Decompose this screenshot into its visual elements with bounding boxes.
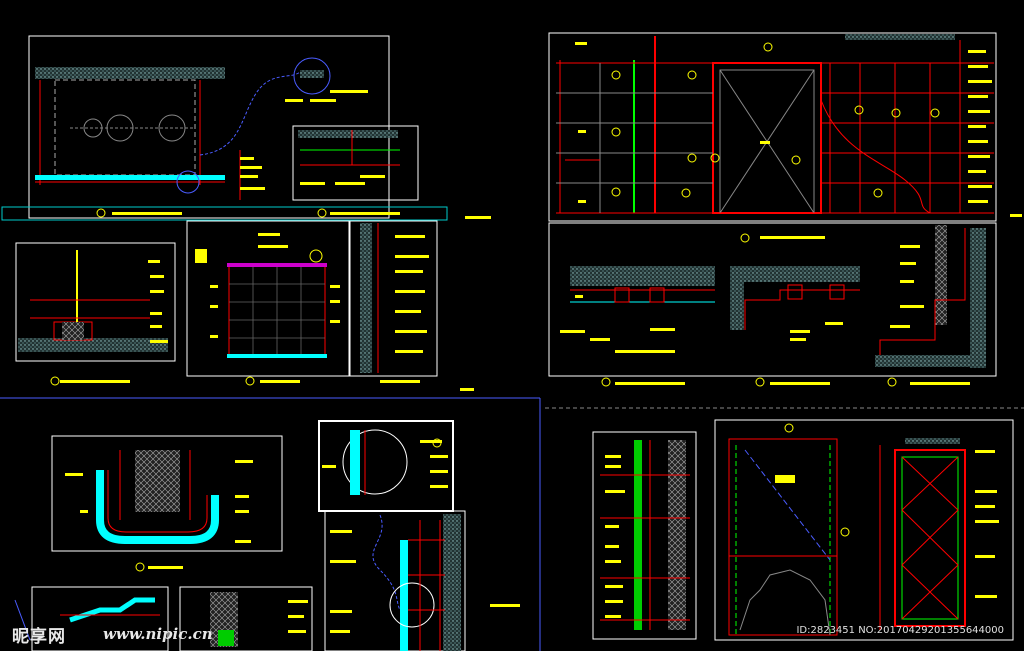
watermark-image-id: ID:2823451 NO:20170429201355644000	[796, 625, 1004, 636]
watermark-logo: 昵享网	[12, 627, 66, 647]
sheet-dividers	[0, 397, 1024, 651]
sheet-edge-section	[14, 420, 520, 651]
sheet-base-details	[15, 220, 474, 391]
sheet-door-sections	[548, 222, 997, 387]
sheet-door-elevation	[548, 32, 1022, 243]
watermark-site-url: www.nipic.cn	[103, 625, 213, 643]
sheet-door-leaf	[592, 419, 1014, 641]
sheet-base-section	[1, 35, 491, 221]
